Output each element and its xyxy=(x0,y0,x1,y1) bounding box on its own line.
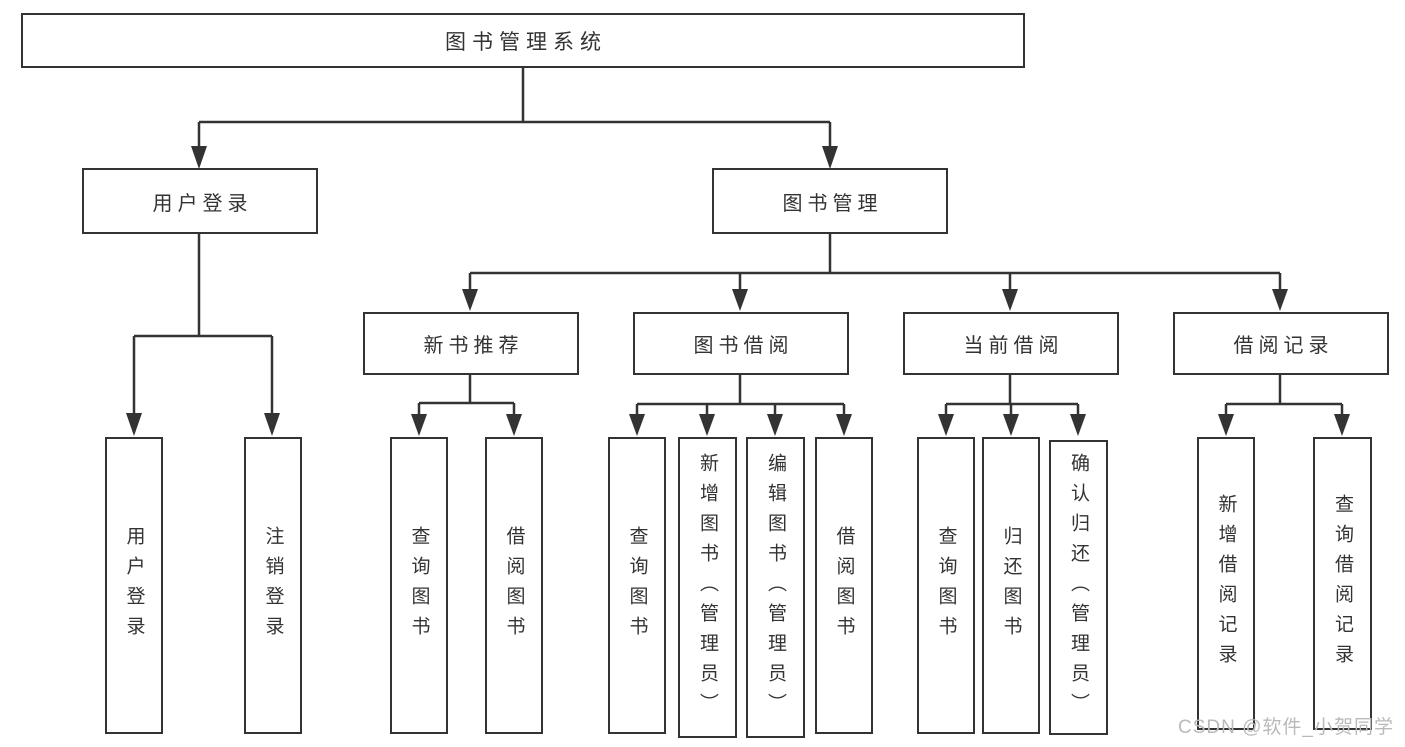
leaf-confirm-return-admin-label: 确认归还（管理员） xyxy=(1068,452,1089,723)
leaf-borrow-books-recommend: 借阅图书 xyxy=(485,437,543,734)
node-current-borrowing: 当前借阅 xyxy=(903,312,1119,375)
leaf-query-borrow-record: 查询借阅记录 xyxy=(1313,437,1372,730)
node-root-system: 图书管理系统 xyxy=(21,13,1025,68)
node-book-borrowing-label: 图书借阅 xyxy=(693,335,794,357)
leaf-query-books-recommend: 查询图书 xyxy=(390,437,448,734)
leaf-add-books-admin-label: 新增图书（管理员） xyxy=(697,452,718,723)
node-user-login: 用户登录 xyxy=(82,168,318,234)
node-current-borrowing-label: 当前借阅 xyxy=(963,335,1064,357)
leaf-user-login: 用户登录 xyxy=(105,437,163,734)
csdn-watermark: CSDN @软件_小贺同学 xyxy=(1178,717,1394,738)
connector-book-mgmt-to-level3 xyxy=(462,234,1288,311)
leaf-add-books-admin: 新增图书（管理员） xyxy=(678,437,737,738)
node-borrowing-records: 借阅记录 xyxy=(1173,312,1389,375)
node-new-book-recommend: 新书推荐 xyxy=(363,312,579,375)
node-book-management: 图书管理 xyxy=(712,168,948,234)
leaf-query-borrow-record-label: 查询借阅记录 xyxy=(1332,493,1353,674)
leaf-query-books-borrow: 查询图书 xyxy=(608,437,666,734)
leaf-confirm-return-admin: 确认归还（管理员） xyxy=(1049,440,1108,735)
leaf-return-books-label: 归还图书 xyxy=(1000,525,1022,646)
node-new-book-recommend-label: 新书推荐 xyxy=(423,335,524,357)
connector-current-to-leaves xyxy=(938,375,1086,436)
leaf-query-books-current: 查询图书 xyxy=(917,437,975,734)
connector-user-login-to-leaves xyxy=(126,234,280,436)
connector-borrow-to-leaves xyxy=(629,375,852,436)
leaf-add-borrow-record-label: 新增借阅记录 xyxy=(1215,493,1237,674)
node-user-login-label: 用户登录 xyxy=(152,192,253,215)
node-root-label: 图书管理系统 xyxy=(445,30,607,54)
connector-new-books-to-leaves xyxy=(411,375,522,436)
leaf-edit-books-admin: 编辑图书（管理员） xyxy=(746,437,805,738)
leaf-logout-label: 注销登录 xyxy=(262,525,284,646)
leaf-add-borrow-record: 新增借阅记录 xyxy=(1197,437,1255,730)
connector-root-to-level2 xyxy=(191,68,838,169)
leaf-borrow-books-recommend-label: 借阅图书 xyxy=(503,525,525,646)
leaf-query-books-current-label: 查询图书 xyxy=(935,525,957,646)
leaf-edit-books-admin-label: 编辑图书（管理员） xyxy=(765,452,786,723)
node-book-borrowing: 图书借阅 xyxy=(633,312,849,375)
leaf-borrow-books-label: 借阅图书 xyxy=(833,525,855,646)
leaf-user-login-label: 用户登录 xyxy=(123,525,145,646)
leaf-return-books: 归还图书 xyxy=(982,437,1040,734)
connector-records-to-leaves xyxy=(1218,375,1350,436)
leaf-query-books-borrow-label: 查询图书 xyxy=(626,525,648,646)
node-borrowing-records-label: 借阅记录 xyxy=(1233,335,1334,357)
node-book-management-label: 图书管理 xyxy=(782,192,883,215)
leaf-query-books-recommend-label: 查询图书 xyxy=(408,525,430,646)
leaf-borrow-books: 借阅图书 xyxy=(815,437,873,734)
leaf-logout: 注销登录 xyxy=(244,437,302,734)
